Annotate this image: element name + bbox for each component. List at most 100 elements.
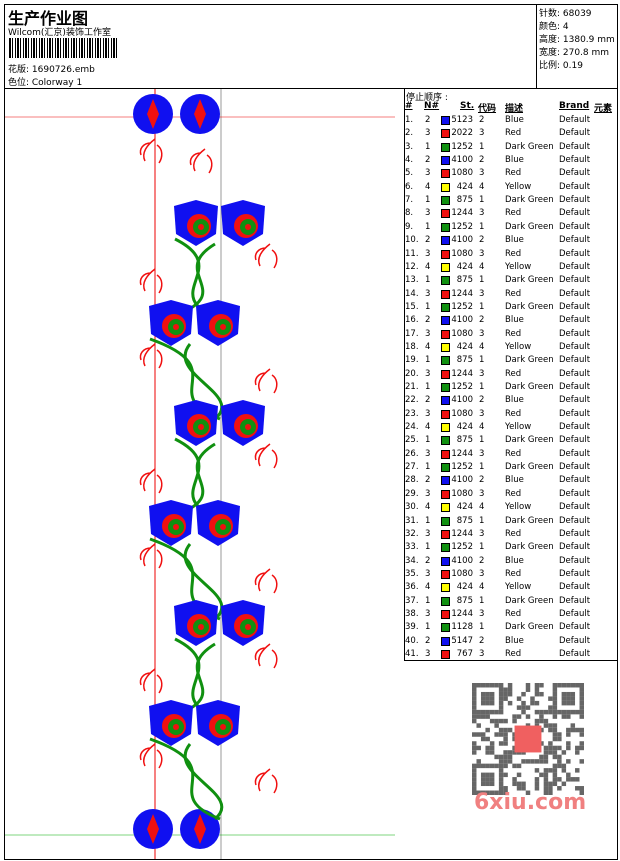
row-description: Red — [505, 528, 522, 539]
row-brand: Default — [559, 355, 591, 366]
row-code: 3 — [479, 128, 485, 139]
row-description: Dark Green — [505, 221, 554, 232]
qr-module — [552, 772, 558, 778]
row-description: Red — [505, 448, 522, 459]
row-brand: Default — [559, 288, 591, 299]
row-description: Dark Green — [505, 355, 554, 366]
qr-module — [552, 683, 558, 688]
row-needle: 1 — [425, 622, 431, 633]
row-needle: 3 — [425, 528, 431, 539]
row-code: 4 — [479, 582, 485, 593]
row-stitches: 4100 — [451, 395, 473, 406]
qr-module — [489, 790, 495, 795]
row-brand: Default — [559, 301, 591, 312]
company-name: Wilcom(汇京)装饰工作室 — [8, 28, 111, 38]
row-description: Dark Green — [505, 141, 554, 152]
color-swatch — [441, 116, 450, 125]
row-stitches: 4100 — [451, 315, 473, 326]
qr-module — [503, 786, 508, 791]
qr-module — [472, 772, 477, 778]
qr-module — [480, 763, 486, 769]
row-stitches: 1080 — [451, 408, 473, 419]
qr-module — [557, 745, 562, 751]
row-needle: 3 — [425, 649, 431, 659]
row-index: 31. — [405, 515, 419, 526]
row-code: 3 — [479, 608, 485, 619]
qr-module — [570, 709, 576, 715]
row-needle: 2 — [425, 635, 431, 646]
qr-module — [485, 691, 490, 697]
row-brand: Default — [559, 515, 591, 526]
qr-module — [485, 777, 490, 782]
row-code: 2 — [479, 235, 485, 246]
qr-module — [548, 745, 553, 751]
row-code: 3 — [479, 168, 485, 179]
qr-module — [503, 696, 508, 701]
color-swatch — [441, 302, 450, 312]
row-code: 3 — [479, 488, 485, 499]
red-fern-icon — [254, 243, 278, 269]
row-code: 4 — [479, 422, 485, 433]
qr-module — [472, 696, 477, 701]
row-needle: 3 — [425, 368, 431, 379]
col-header-code: 代码 — [478, 104, 497, 114]
row-needle: 4 — [425, 422, 431, 433]
red-center-icon — [147, 814, 159, 844]
qr-module — [525, 790, 531, 795]
row-stitches: 424 — [456, 502, 473, 513]
qr-module — [516, 763, 522, 769]
row-stitches: 1080 — [451, 568, 473, 579]
qr-module — [507, 691, 513, 697]
qr-module — [489, 691, 495, 697]
row-index: 11. — [405, 248, 419, 259]
row-index: 37. — [405, 595, 419, 606]
row-stitches: 4100 — [451, 235, 473, 246]
row-index: 4. — [405, 155, 414, 166]
row-stitches: 1244 — [451, 528, 473, 539]
qr-module — [512, 750, 517, 755]
row-needle: 2 — [425, 555, 431, 566]
qr-module — [498, 786, 504, 791]
row-description: Blue — [505, 635, 524, 646]
row-brand: Default — [559, 422, 591, 433]
qr-module — [521, 759, 526, 764]
row-brand: Default — [559, 528, 591, 539]
green-vine-icon — [183, 743, 224, 821]
row-needle: 1 — [425, 382, 431, 392]
row-description: Blue — [505, 475, 524, 486]
qr-module — [516, 786, 522, 791]
row-index: 34. — [405, 555, 419, 566]
row-index: 20. — [405, 368, 419, 379]
red-dot-icon — [173, 724, 179, 730]
qr-module — [507, 683, 513, 688]
row-index: 41. — [405, 649, 419, 659]
qr-module — [472, 790, 477, 795]
qr-module — [557, 786, 562, 791]
qr-module — [480, 709, 486, 715]
row-needle: 3 — [425, 288, 431, 299]
row-description: Dark Green — [505, 542, 554, 553]
row-needle: 4 — [425, 341, 431, 352]
row-index: 40. — [405, 635, 419, 646]
qr-module — [503, 759, 508, 764]
row-brand: Default — [559, 168, 591, 179]
qr-module — [485, 700, 490, 706]
row-needle: 1 — [425, 195, 431, 206]
row-code: 2 — [479, 635, 485, 646]
qr-module — [480, 777, 486, 782]
qr-module — [494, 732, 499, 737]
qr-module — [476, 723, 481, 728]
row-brand: Default — [559, 261, 591, 272]
qr-module — [552, 732, 558, 737]
qr-module — [561, 763, 567, 769]
color-swatch — [441, 276, 450, 286]
qr-module — [539, 772, 544, 778]
qr-module — [503, 687, 508, 692]
qr-module — [472, 687, 477, 692]
row-stitches: 1080 — [451, 488, 473, 499]
qr-module — [575, 768, 580, 773]
qr-module — [543, 777, 549, 782]
